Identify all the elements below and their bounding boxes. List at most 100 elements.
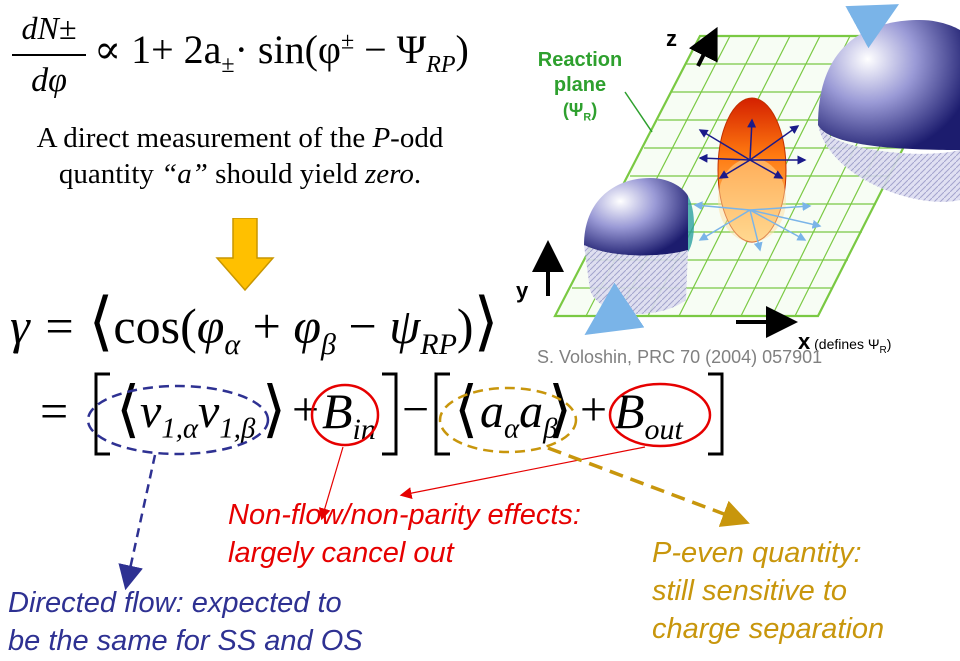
gamma-eq: γ = xyxy=(10,298,89,354)
v1a-sub: 1,α xyxy=(161,412,199,445)
b-in-ellipse xyxy=(310,383,380,447)
reaction-plane-line1: Reaction xyxy=(537,49,623,71)
statement-line2-end: . xyxy=(413,158,422,190)
gamma-phi-b: φ xyxy=(293,298,322,354)
gamma-plus: + xyxy=(240,298,294,354)
b-in: B xyxy=(322,383,353,439)
formula-gamma: γ = ⟨cos(φα + φβ − ψRP)⟩ xyxy=(10,285,499,362)
aa: a xyxy=(480,385,504,438)
v1b-sub: 1,β xyxy=(219,412,256,445)
numerator-text: dN± xyxy=(21,10,77,46)
decomp-angle-close-1: ⟩ xyxy=(262,376,287,444)
a-term-ellipse xyxy=(438,386,578,454)
statement-p: P xyxy=(372,122,391,154)
right-bracket-close xyxy=(708,372,724,456)
decomp-angle-open-1: ⟨ xyxy=(116,376,141,444)
gamma-cos: cos( xyxy=(113,298,197,354)
rhs-close: ) xyxy=(455,27,469,72)
nonflow-callout: Non-flow/non-parity effects: largely can… xyxy=(228,496,581,572)
directed-line2: be the same for SS and OS xyxy=(8,625,363,657)
nonflow-line2: largely cancel out xyxy=(228,537,454,569)
right-bracket-open xyxy=(434,372,450,456)
reaction-plane-psi: (ΨR) xyxy=(518,98,642,131)
decomp-a-term: aαaβ xyxy=(480,384,557,446)
statement-line1: A direct measurement of the P-odd xyxy=(0,120,480,156)
aa-sub: α xyxy=(504,412,520,445)
decomp-eq: = xyxy=(40,383,69,439)
ab-sub: β xyxy=(543,412,558,445)
b-in-sub: in xyxy=(352,413,376,446)
v1a: v xyxy=(140,385,162,438)
b-in-arrow xyxy=(318,446,344,521)
reaction-plane-label: Reaction plane (ΨR) xyxy=(518,48,642,131)
peven-callout: P-even quantity: still sensitive to char… xyxy=(652,534,884,648)
right-nucleus xyxy=(818,4,960,202)
gamma-close-angle: ⟩ xyxy=(473,286,499,357)
denominator-text: dφ xyxy=(31,62,67,99)
rhs-prefix: ∝ 1+ 2a xyxy=(94,27,222,72)
directed-flow-arrow xyxy=(118,454,157,591)
rhs-minus-psi: − Ψ xyxy=(354,27,427,72)
decomp-minus: − xyxy=(402,383,430,436)
particle-arrows xyxy=(693,118,822,252)
formula1-rhs: ∝ 1+ 2a±· sin(φ± − ΨRP) xyxy=(94,26,469,79)
rhs-psi-sub: RP xyxy=(426,52,456,78)
down-arrow-icon xyxy=(215,218,275,292)
b-out: B xyxy=(614,383,645,439)
b-out-ellipse xyxy=(608,382,712,448)
statement-a: “a” xyxy=(161,158,208,190)
y-axis-label: y xyxy=(516,278,529,303)
reaction-plane-psi-sub: R xyxy=(583,111,592,124)
statement-line1-prefix: A direct measurement of the xyxy=(36,122,373,154)
decomp-plus-2: + xyxy=(580,383,608,436)
reaction-plane-pointer xyxy=(624,91,653,133)
x-axis-label: x (defines ΨR) xyxy=(798,329,891,356)
rhs-dot-sin: · sin(φ xyxy=(234,27,341,72)
formula-dn-dphi: dN± dφ ∝ 1+ 2a±· sin(φ± − ΨRP) xyxy=(10,8,480,108)
left-nucleus xyxy=(584,178,694,335)
gamma-phi-a: φ xyxy=(196,298,225,354)
fraction-denominator: dφ xyxy=(10,62,88,100)
gamma-open-angle: ⟨ xyxy=(88,286,114,357)
statement-line2: quantity “a” should yield zero. xyxy=(0,156,480,192)
reaction-plane-line2: plane xyxy=(553,74,607,96)
x-axis-note: (defines Ψ xyxy=(810,336,880,352)
decomp-b-out: Bout xyxy=(614,382,683,447)
statement-zero: zero xyxy=(365,158,414,190)
nonflow-line1: Non-flow/non-parity effects: xyxy=(228,499,581,531)
v1b: v xyxy=(198,385,220,438)
decomp-b-in: Bin xyxy=(322,382,376,447)
peven-arrow xyxy=(547,446,750,527)
directed-line1: Directed flow: expected to xyxy=(8,587,342,619)
gamma-psi-sub: RP xyxy=(420,328,457,361)
v-term-ellipse xyxy=(86,384,270,456)
rhs-sup: ± xyxy=(340,28,355,55)
reaction-plane-psi-close: ) xyxy=(591,100,598,120)
b-out-sub: out xyxy=(644,413,683,446)
peven-line2: still sensitive to xyxy=(652,575,848,607)
decomp-angle-open-2: ⟨ xyxy=(454,376,479,444)
fraction-bar xyxy=(12,54,86,56)
collision-diagram xyxy=(532,4,960,338)
ab: a xyxy=(519,385,544,438)
citation: S. Voloshin, PRC 70 (2004) 057901 xyxy=(537,347,823,367)
statement-line2-mid: should yield xyxy=(207,158,366,190)
directed-flow-callout: Directed flow: expected to be the same f… xyxy=(8,584,363,660)
peven-line3: charge separation xyxy=(652,613,885,645)
left-bracket-open xyxy=(94,372,110,456)
left-bracket-close xyxy=(382,372,398,456)
statement-line1-suffix: -odd xyxy=(390,122,444,154)
x-axis-note-close: ) xyxy=(886,336,892,352)
formula-decomposition: = ⟨ v1,αv1,β ⟩ + Bin − ⟨ aαaβ ⟩ + Bout xyxy=(40,372,730,462)
peven-line1: P-even quantity: xyxy=(652,537,862,569)
reaction-plane-psi-text: (Ψ xyxy=(562,100,584,120)
z-axis-label: z xyxy=(666,26,677,51)
rhs-sub: ± xyxy=(221,52,235,78)
fraction-numerator: dN± xyxy=(10,10,88,47)
x-axis-letter: x xyxy=(798,329,811,354)
gamma-close: ) xyxy=(456,298,474,354)
z-axis-arrow xyxy=(688,26,718,67)
gamma-psi: ψ xyxy=(389,298,421,354)
gamma-minus: − xyxy=(335,298,390,354)
